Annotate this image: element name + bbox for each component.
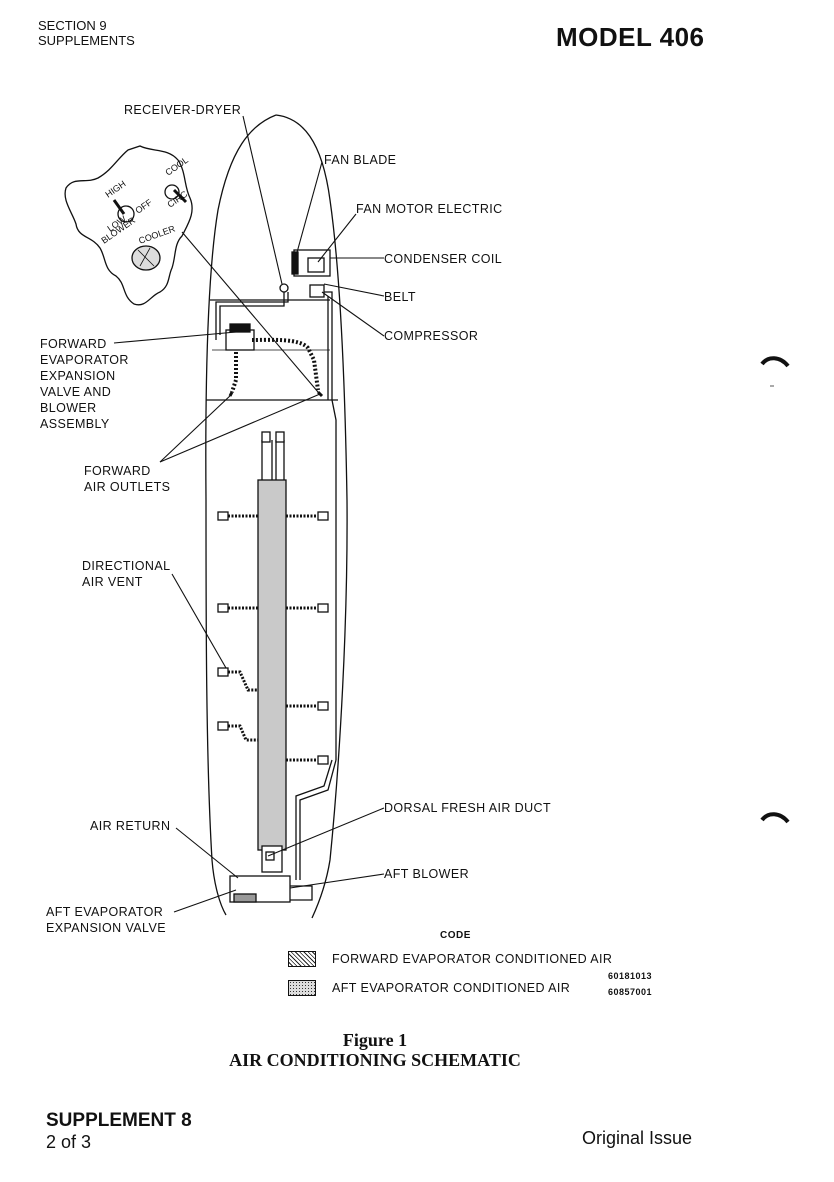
part-number: 60857001 (608, 987, 653, 997)
leader-fwd-outlet-1 (159, 393, 233, 463)
label-aft-evaporator: AFT EVAPORATOR EXPANSION VALVE (46, 904, 166, 936)
label-forward-evaporator-line: VALVE AND (40, 385, 112, 399)
legend-item-forward: FORWARD EVAPORATOR CONDITIONED AIR (288, 951, 612, 967)
issue-label: Original Issue (582, 1128, 693, 1148)
revision-mark-icon (760, 356, 790, 387)
panel-label-off: OFF (133, 197, 154, 216)
page-number: 2 of 3 (46, 1132, 92, 1152)
figure-number: Figure 1 (342, 1030, 408, 1050)
revision-mark-icon (760, 812, 790, 824)
model-title: MODEL 406 (556, 22, 705, 52)
label-forward-air-outlets: FORWARD AIR OUTLETS (84, 463, 170, 495)
leader-belt (323, 283, 385, 297)
label-forward-air-outlets-line: AIR OUTLETS (84, 480, 171, 494)
subsection-label: SUPPLEMENTS (38, 33, 135, 48)
compressor (309, 284, 325, 298)
label-belt: BELT (384, 290, 416, 304)
label-fan-blade: FAN BLADE (324, 153, 397, 167)
legend-label-aft: AFT EVAPORATOR CONDITIONED AIR (332, 981, 571, 995)
label-aft-blower: AFT BLOWER (384, 867, 470, 881)
label-directional-air-vent-line: AIR VENT (82, 575, 143, 589)
section-label: SECTION 9 (38, 18, 107, 33)
label-aft-evaporator-line: EXPANSION VALVE (46, 921, 166, 935)
label-aft-evaporator-line: AFT EVAPORATOR (46, 905, 164, 919)
legend-title: CODE (440, 930, 471, 941)
footer-left: SUPPLEMENT 8 2 of 3 (46, 1110, 192, 1152)
label-compressor: COMPRESSOR (384, 329, 479, 343)
label-fan-motor: FAN MOTOR ELECTRIC (356, 202, 503, 216)
label-directional-air-vent-line: DIRECTIONAL (82, 559, 171, 573)
label-forward-evaporator-line: ASSEMBLY (40, 417, 110, 431)
leader-forward-evap (113, 331, 237, 344)
figure-title: AIR CONDITIONING SCHEMATIC (229, 1050, 521, 1070)
leader-fwd-outlet-2 (159, 393, 321, 463)
control-panel-inset (64, 145, 193, 306)
label-dorsal-fresh-air-duct: DORSAL FRESH AIR DUCT (384, 801, 551, 815)
label-forward-evaporator-line: FORWARD (40, 337, 107, 351)
stippled-swatch-icon (288, 980, 316, 996)
label-directional-air-vent: DIRECTIONAL AIR VENT (82, 558, 170, 590)
dorsal-fresh-air-duct (299, 759, 337, 880)
hatched-swatch-icon (288, 951, 316, 967)
leader-air-return (175, 827, 239, 879)
label-forward-evaporator-line: BLOWER (40, 401, 97, 415)
label-forward-evaporator-line: EVAPORATOR (40, 353, 129, 367)
aft-blower (261, 845, 283, 873)
label-forward-evaporator-line: EXPANSION (40, 369, 116, 383)
supplement-label: SUPPLEMENT 8 (46, 1110, 192, 1131)
leader-fan-motor (317, 213, 357, 263)
label-condenser-coil: CONDENSER COIL (384, 252, 503, 266)
leader-panel (181, 231, 319, 393)
fuselage-outline-right (275, 114, 348, 919)
leader-aft-evap (173, 889, 237, 913)
figure-caption: Figure 1 AIR CONDITIONING SCHEMATIC (0, 1030, 834, 1070)
panel-label-high: HIGH (103, 179, 127, 200)
section-header: SECTION 9 SUPPLEMENTS (38, 18, 135, 48)
label-air-return: AIR RETURN (90, 819, 171, 833)
leader-receiver-dryer (242, 115, 283, 285)
part-number: 60181013 (608, 971, 653, 981)
fuselage-outline (205, 114, 277, 916)
leader-fan-blade (295, 161, 323, 257)
label-receiver-dryer: RECEIVER-DRYER (124, 103, 242, 117)
leader-aft-blower (289, 873, 385, 889)
label-forward-air-outlets-line: FORWARD (84, 464, 151, 478)
receiver-dryer (279, 283, 289, 293)
legend-item-aft: AFT EVAPORATOR CONDITIONED AIR (288, 980, 570, 996)
legend-label-forward: FORWARD EVAPORATOR CONDITIONED AIR (332, 952, 613, 966)
panel-label-cooler: COOLER (137, 223, 177, 246)
leader-compressor (321, 291, 385, 337)
aft-main-duct (257, 479, 287, 851)
fan-blade (291, 251, 299, 275)
label-forward-evaporator: FORWARD EVAPORATOR EXPANSION VALVE AND B… (40, 336, 129, 432)
leader-directional-vent (171, 573, 227, 669)
fan-motor (307, 257, 325, 273)
leader-dorsal-duct (267, 807, 385, 857)
